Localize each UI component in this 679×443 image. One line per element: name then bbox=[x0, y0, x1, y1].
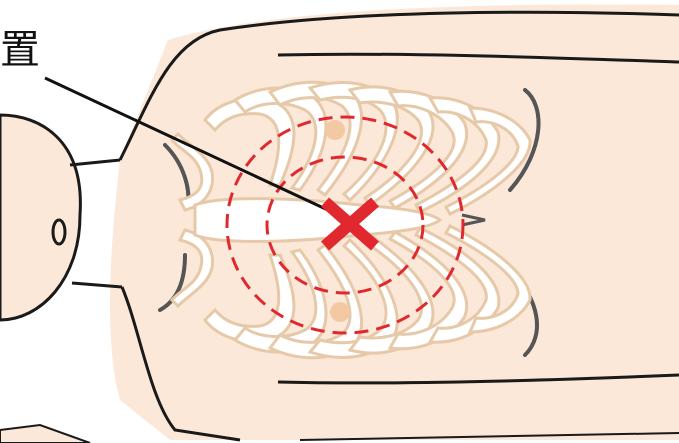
ear bbox=[53, 220, 65, 244]
lower-edge-shape bbox=[0, 425, 90, 443]
nipple-upper bbox=[325, 120, 345, 140]
head bbox=[0, 115, 80, 320]
position-label: 置 bbox=[0, 30, 40, 70]
nipple-lower bbox=[330, 302, 350, 322]
